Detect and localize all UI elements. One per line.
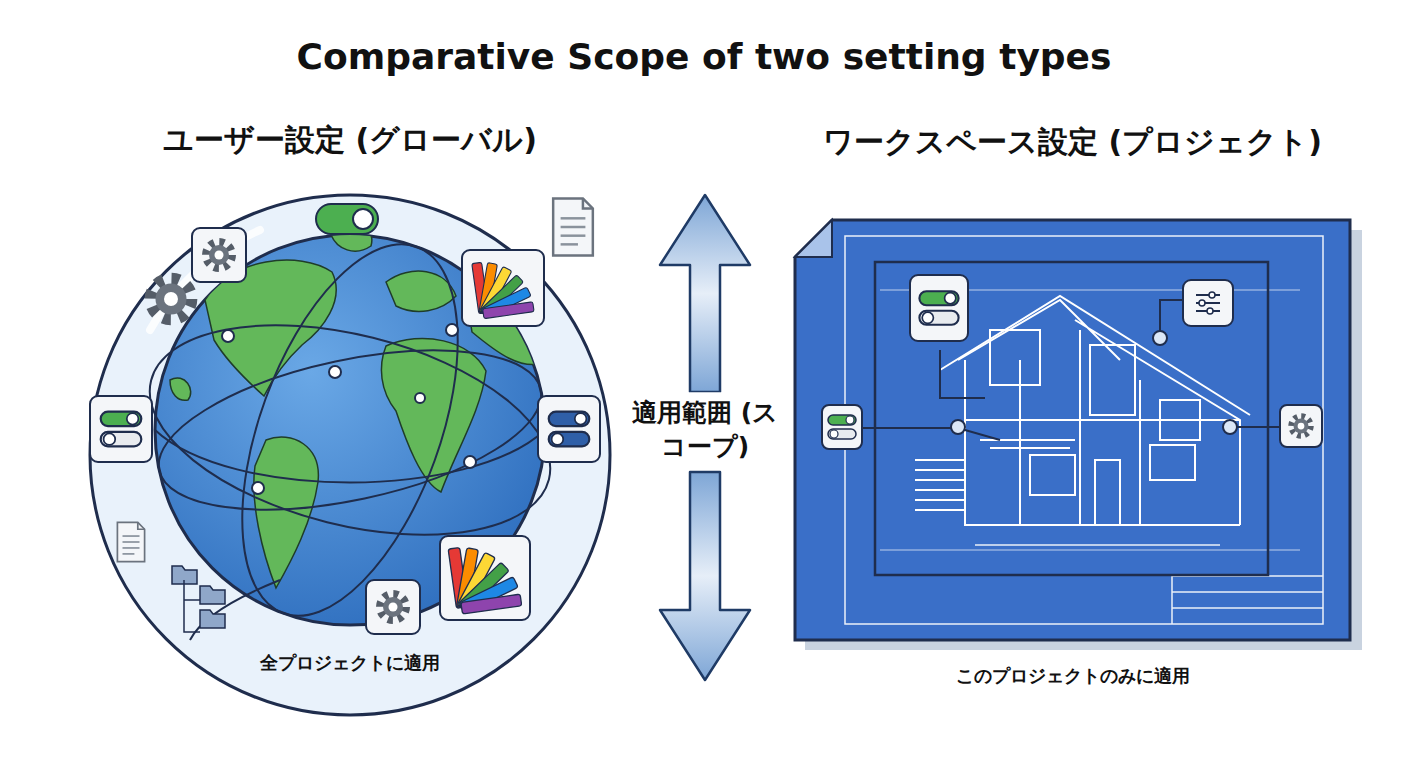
scope-label: 適用範囲 (スコープ) <box>628 392 782 468</box>
blueprint-panel: ワークスペース設定 (プロジェクト)このプロジェクトのみに適用 <box>795 220 1350 640</box>
scope-caption: 全プロジェクトに適用 <box>260 651 440 675</box>
scope-circle: ユーザー設定 (グローバル)全プロジェクトに適用 <box>90 195 610 715</box>
scope-caption: このプロジェクトのみに適用 <box>956 664 1190 688</box>
section-heading: ワークスペース設定 (プロジェクト) <box>823 122 1322 163</box>
diagram-title: Comparative Scope of two setting types <box>0 36 1408 77</box>
section-heading: ユーザー設定 (グローバル) <box>163 120 537 161</box>
